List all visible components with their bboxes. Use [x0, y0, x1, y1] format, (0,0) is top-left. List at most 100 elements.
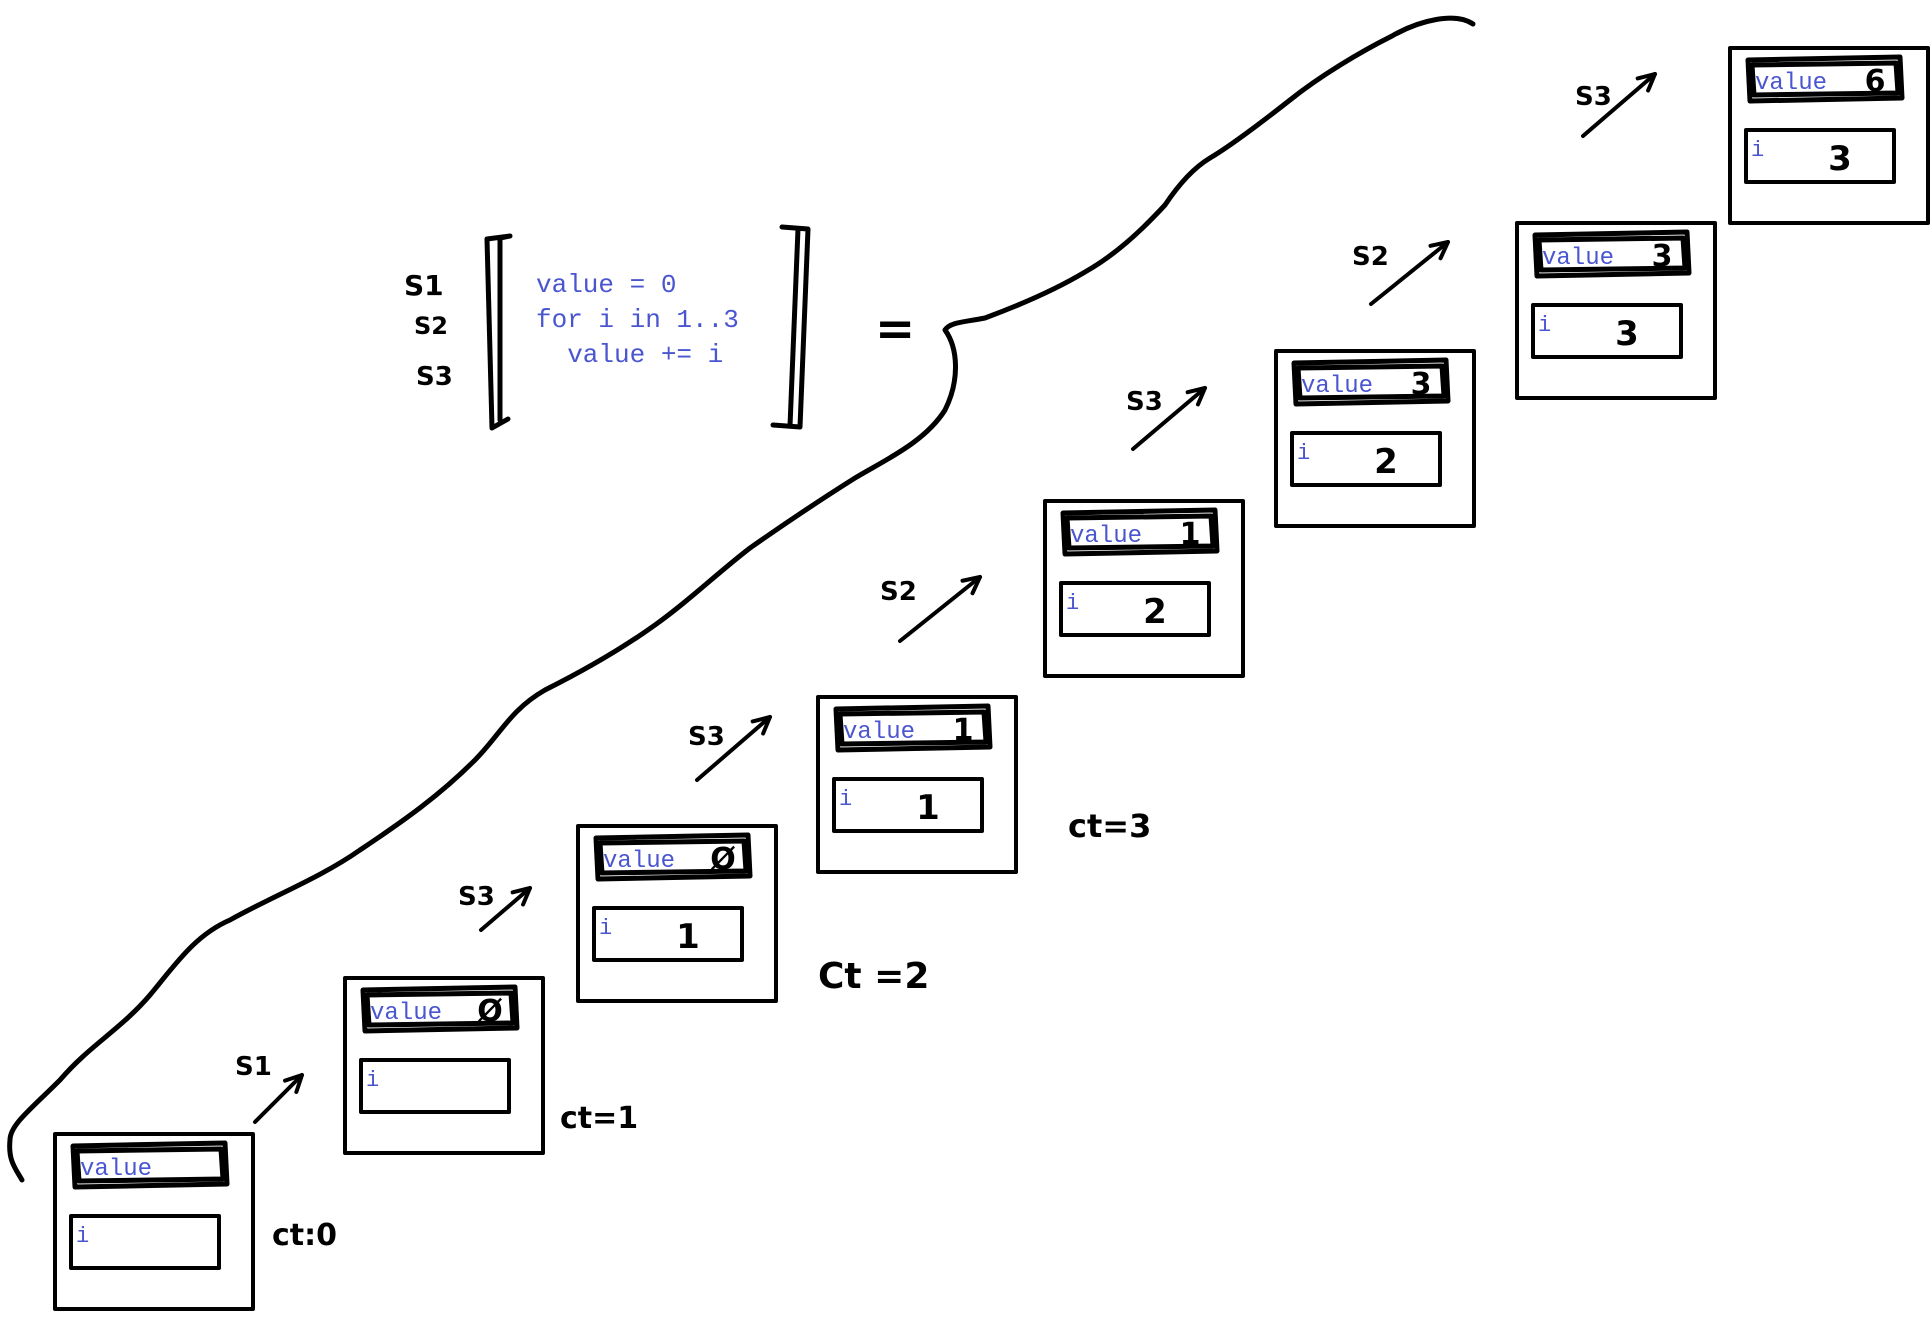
transition-arrow: S3: [458, 882, 532, 932]
arrow-head: [283, 1073, 304, 1094]
arrow-shaft: [479, 886, 532, 932]
frame-box: [816, 695, 1018, 874]
i-cell: [832, 777, 984, 833]
frame-box: [53, 1132, 255, 1311]
value-cell: [1060, 507, 1220, 557]
value-label: value: [843, 719, 915, 746]
i-cell-content: 2: [1143, 592, 1167, 632]
code-line-2: for i in 1..3: [536, 305, 739, 335]
memory-frame: value Øi 1 Ct =2: [576, 824, 929, 1003]
value-cell-content: 3: [1411, 367, 1432, 402]
value-cell: [593, 832, 753, 882]
i-label: i: [1297, 441, 1310, 466]
transition-arrow: S2: [1352, 240, 1450, 306]
value-label: value: [370, 1000, 442, 1027]
arrow-shaft: [1131, 386, 1207, 451]
arrow-head: [1635, 72, 1657, 93]
transition-arrow: S2: [880, 575, 982, 643]
i-cell: [359, 1058, 511, 1114]
code-left-bracket: [484, 233, 513, 431]
frame-box: [576, 824, 778, 1003]
memory-frame: value 3 i 3: [1515, 221, 1717, 400]
value-label: value: [603, 848, 675, 875]
statement-label-s2: S2: [414, 312, 448, 340]
memory-frame: value 1 i 1 ct=3: [816, 695, 1151, 874]
value-label: value: [1755, 70, 1827, 97]
arrow-shaft: [695, 715, 772, 782]
i-cell: [69, 1214, 221, 1270]
code-line-1: value = 0: [536, 270, 676, 300]
memory-frame: value 6 i 3: [1728, 46, 1930, 225]
frame-box: [343, 976, 545, 1155]
statement-label-s1: S1: [404, 269, 444, 302]
step-label: S3: [688, 722, 725, 752]
transition-arrow: S3: [1126, 386, 1207, 451]
i-cell-content: 3: [1828, 139, 1852, 179]
i-label: i: [76, 1224, 89, 1249]
step-label: S3: [1126, 387, 1163, 417]
memory-frame: value 3 i 2: [1274, 349, 1476, 528]
i-cell: [1744, 128, 1896, 184]
statement-label-s3: S3: [416, 362, 453, 392]
value-cell: [1745, 54, 1905, 104]
arrow-shaft: [898, 575, 982, 643]
i-cell: [1531, 303, 1683, 359]
memory-frame: value 1 i 2: [1043, 499, 1245, 678]
arrow-head: [1428, 240, 1450, 261]
i-cell-content: 1: [916, 788, 940, 828]
arrow-head: [510, 886, 532, 907]
value-cell: [1532, 229, 1692, 279]
step-label: S1: [235, 1052, 272, 1082]
i-label: i: [1066, 591, 1079, 616]
arrow-shaft: [1369, 240, 1450, 306]
i-cell-content: 3: [1615, 314, 1639, 354]
i-label: i: [1538, 313, 1551, 338]
i-cell: [592, 906, 744, 962]
i-label: i: [599, 916, 612, 941]
i-cell-content: 1: [676, 917, 700, 957]
step-label: S2: [880, 577, 917, 607]
value-cell-content: Ø: [477, 994, 503, 1029]
i-label: i: [1751, 138, 1764, 163]
transition-arrow: S1: [235, 1052, 304, 1124]
counter-annotation: ct=1: [560, 1101, 638, 1136]
counter-annotation: Ct =2: [818, 956, 929, 997]
frame-box: [1043, 499, 1245, 678]
frame-box: [1515, 221, 1717, 400]
value-cell-content: 3: [1652, 239, 1673, 274]
value-label: value: [1070, 523, 1142, 550]
value-cell: [1291, 357, 1451, 407]
value-label: value: [1301, 373, 1373, 400]
frame-box: [1728, 46, 1930, 225]
step-label: S3: [458, 882, 495, 912]
transition-arrow: S3: [688, 715, 772, 782]
value-cell: [70, 1140, 230, 1190]
value-cell-content: 1: [1180, 517, 1201, 552]
i-cell: [1290, 431, 1442, 487]
arrow-head: [960, 575, 982, 596]
value-cell: [360, 984, 520, 1034]
counter-annotation: ct=3: [1068, 807, 1151, 845]
value-cell-content: 6: [1865, 64, 1886, 99]
equals-sign: =: [875, 301, 915, 357]
value-label: value: [1542, 245, 1614, 272]
value-cell-content: 1: [953, 713, 974, 748]
i-label: i: [839, 787, 852, 812]
i-cell-content: 2: [1374, 442, 1398, 482]
frame-box: [1274, 349, 1476, 528]
arrow-head: [750, 715, 772, 736]
step-label: S3: [1575, 82, 1612, 112]
value-label: value: [80, 1156, 152, 1183]
i-cell: [1059, 581, 1211, 637]
value-cell: [833, 703, 993, 753]
arrow-head: [1185, 386, 1207, 407]
transition-arrow: S3: [1575, 72, 1657, 138]
arrow-shaft: [253, 1073, 304, 1124]
code-right-bracket: [770, 224, 811, 430]
value-cell-content: Ø: [710, 842, 736, 877]
step-label: S2: [1352, 242, 1389, 272]
